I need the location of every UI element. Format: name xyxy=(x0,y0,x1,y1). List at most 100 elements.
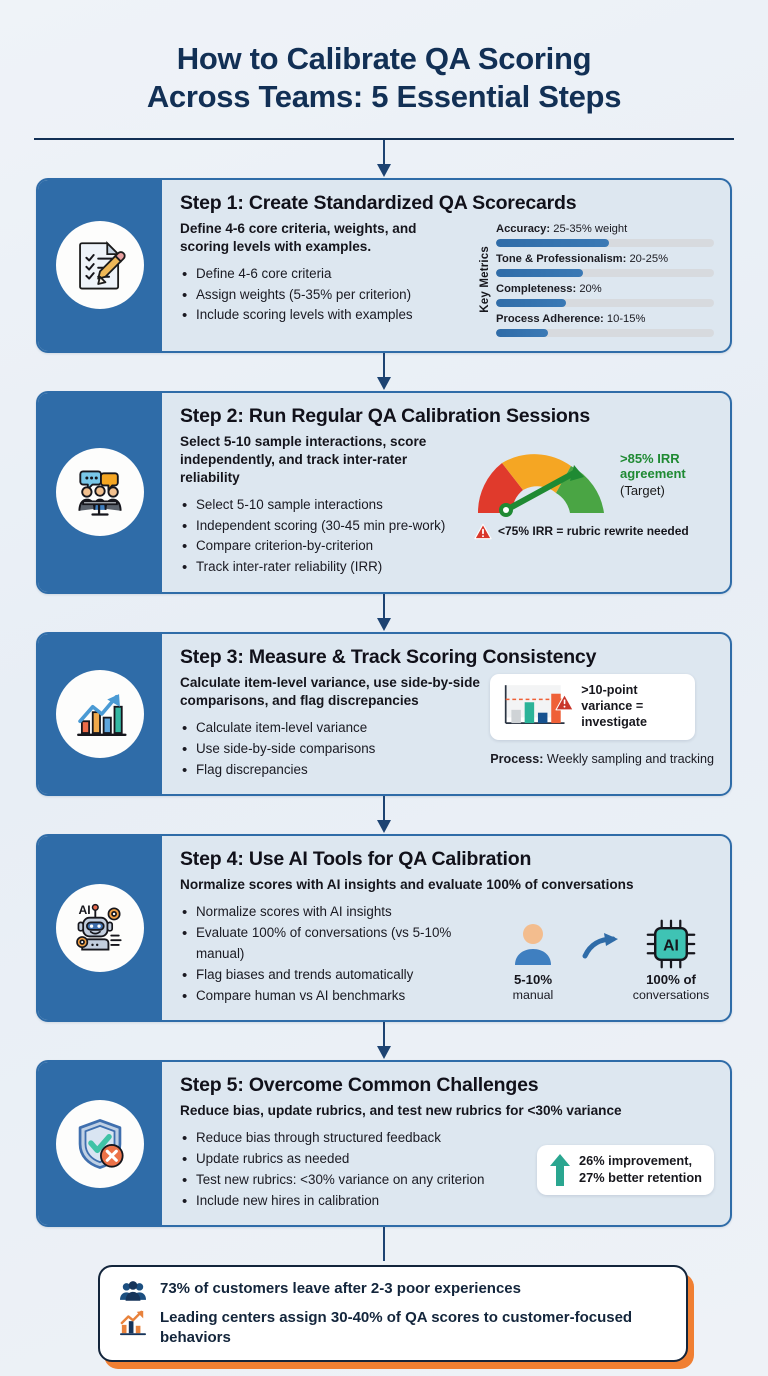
connector-arrow-step4-to-step5 xyxy=(36,1022,732,1060)
gauge-target-note: (Target) xyxy=(620,482,665,498)
variance-callout-line-3: investigate xyxy=(581,714,647,729)
gauge-svg xyxy=(477,453,604,517)
step-card-3[interactable]: Step 3: Measure & Track Scoring Consiste… xyxy=(36,631,732,797)
connector-arrow-step2-to-step3 xyxy=(36,593,732,632)
connector-arrow-step5-to-footer xyxy=(0,1227,768,1265)
header: How to Calibrate QA Scoring Across Teams… xyxy=(0,0,768,140)
improvement-line-1: 26% improvement, xyxy=(578,1153,693,1169)
manual-label: manual xyxy=(512,988,554,1003)
process-label: Process: xyxy=(490,751,544,766)
list-item: Track inter-rater reliability (IRR) xyxy=(180,556,456,579)
shield-check-error-icon xyxy=(56,1099,144,1188)
page-title-line-1: How to Calibrate QA Scoring xyxy=(176,41,592,76)
metric-bar-track xyxy=(496,298,714,307)
step-5-subtitle: Reduce bias, update rubrics, and test ne… xyxy=(180,1103,622,1119)
step-2-subtitle: Select 5-10 sample interactions, score i… xyxy=(180,433,427,485)
variance-callout-line-2: variance = xyxy=(581,699,644,714)
step-4-subtitle: Normalize scores with AI insights and ev… xyxy=(180,877,634,893)
list-item: Use side-by-side comparisons xyxy=(180,738,480,761)
team-meeting-icon xyxy=(56,448,144,537)
step-3-icon-panel xyxy=(38,633,162,795)
metric-name: Completeness: xyxy=(496,282,577,295)
metric-value: 20% xyxy=(579,282,602,295)
step-4-icon-panel: AI xyxy=(38,836,162,1021)
step-card-5[interactable]: Step 5: Overcome Common Challenges Reduc… xyxy=(36,1060,732,1228)
metric-row: Tone & Professionalism: 20-25% xyxy=(496,252,714,277)
step-1-body: Step 1: Create Standardized QA Scorecard… xyxy=(162,180,730,351)
step-5-title: Step 5: Overcome Common Challenges xyxy=(180,1074,539,1097)
metric-value: 10-15% xyxy=(606,312,646,325)
ai-chip-icon: AI xyxy=(628,916,714,972)
step-card-2[interactable]: Step 2: Run Regular QA Calibration Sessi… xyxy=(36,390,732,594)
metric-row: Accuracy: 25-35% weight xyxy=(496,222,714,247)
clipboard-checklist-pencil-icon xyxy=(56,221,144,310)
step-2-icon-panel xyxy=(38,392,162,592)
step-5-body: Step 5: Overcome Common Challenges Reduc… xyxy=(162,1062,730,1225)
svg-text:AI: AI xyxy=(663,938,679,955)
list-item: Define 4-6 core criteria xyxy=(180,263,469,286)
up-arrow-icon xyxy=(549,1153,570,1186)
metric-value: 20-25% xyxy=(629,252,669,265)
list-item: Flag discrepancies xyxy=(180,759,480,782)
metric-row: Process Adherence: 10-15% xyxy=(496,312,714,337)
person-icon xyxy=(490,916,576,972)
key-metrics-chart: Key Metrics Accuracy: 25-35% weight Tone… xyxy=(479,220,714,337)
step-4-bullet-list: Normalize scores with AI insights Evalua… xyxy=(180,901,480,1008)
metric-row: Completeness: 20% xyxy=(496,282,714,307)
step-2-title: Step 2: Run Regular QA Calibration Sessi… xyxy=(180,404,591,427)
metric-name: Tone & Professionalism: xyxy=(496,252,627,265)
svg-text:AI: AI xyxy=(78,903,90,917)
step-2-body: Step 2: Run Regular QA Calibration Sessi… xyxy=(162,393,730,592)
step-5-bullet-list: Reduce bias through structured feedback … xyxy=(180,1127,527,1212)
step-card-1[interactable]: Step 1: Create Standardized QA Scorecard… xyxy=(36,177,732,353)
ai-node: AI 100% of conversations xyxy=(628,916,714,1003)
footer-stat-row: 73% of customers leave after 2-3 poor ex… xyxy=(118,1279,668,1302)
people-group-icon xyxy=(118,1279,148,1302)
gauge-target-label: agreement xyxy=(620,466,686,482)
human-to-ai-flow: 5-10% manual xyxy=(490,902,714,1003)
step-4-title: Step 4: Use AI Tools for QA Calibration xyxy=(180,848,532,871)
gauge-target-value: >85% IRR xyxy=(620,450,680,466)
step-3-body: Step 3: Measure & Track Scoring Consiste… xyxy=(162,634,730,794)
variance-mini-bar-chart xyxy=(505,685,574,724)
connector-arrow-title-to-step1 xyxy=(0,139,768,178)
irr-gauge-chart: >85% IRR agreement (Target) <75% xyxy=(466,433,714,540)
metric-value: 25-35% weight xyxy=(553,222,628,235)
footer-stats: 73% of customers leave after 2-3 poor ex… xyxy=(0,1265,768,1370)
list-item: Select 5-10 sample interactions xyxy=(180,494,456,517)
steps-container: Step 1: Create Standardized QA Scorecard… xyxy=(0,177,768,1228)
step-1-subtitle: Define 4-6 core criteria, weights, and s… xyxy=(180,220,417,254)
warning-triangle-icon xyxy=(474,523,492,539)
variance-callout-card: >10-point variance = investigate xyxy=(490,673,696,740)
manual-value: 5-10% xyxy=(513,972,553,988)
ai-label: conversations xyxy=(632,988,710,1003)
step-3-subtitle: Calculate item-level variance, use side-… xyxy=(180,674,480,708)
footer-stat-text: Leading centers assign 30-40% of QA scor… xyxy=(160,1309,633,1346)
irr-warning-note: <75% IRR = rubric rewrite needed xyxy=(466,523,714,540)
list-item: Normalize scores with AI insights xyxy=(180,901,480,924)
connector-arrow-step3-to-step4 xyxy=(36,796,732,834)
step-3-title: Step 3: Measure & Track Scoring Consiste… xyxy=(180,645,597,668)
step-2-bullet-list: Select 5-10 sample interactions Independ… xyxy=(180,494,456,579)
step-1-icon-panel xyxy=(38,179,162,351)
irr-warning-text: <75% IRR = rubric rewrite needed xyxy=(498,524,689,539)
step-5-icon-panel xyxy=(38,1062,162,1226)
list-item: Flag biases and trends automatically xyxy=(180,964,480,987)
flow-arrow-icon xyxy=(582,916,622,967)
bar-chart-growth-icon xyxy=(118,1308,148,1336)
metric-bar-track xyxy=(496,328,714,337)
list-item: Assign weights (5-35% per criterion) xyxy=(180,284,469,307)
list-item: Reduce bias through structured feedback xyxy=(180,1127,527,1150)
step-1-title: Step 1: Create Standardized QA Scorecard… xyxy=(180,191,577,214)
improvement-line-2: 27% better retention xyxy=(578,1169,702,1185)
manual-node: 5-10% manual xyxy=(490,916,576,1003)
list-item: Compare human vs AI benchmarks xyxy=(180,985,480,1008)
improvement-badge: 26% improvement, 27% better retention xyxy=(536,1144,714,1195)
ai-robot-icon: AI xyxy=(56,884,144,973)
step-3-bullet-list: Calculate item-level variance Use side-b… xyxy=(180,717,480,782)
step-1-bullet-list: Define 4-6 core criteria Assign weights … xyxy=(180,263,469,328)
list-item: Test new rubrics: <30% variance on any c… xyxy=(180,1169,527,1192)
metric-name: Accuracy: xyxy=(496,222,551,235)
footer-box: 73% of customers leave after 2-3 poor ex… xyxy=(98,1265,688,1362)
step-card-4[interactable]: AI xyxy=(36,834,732,1023)
